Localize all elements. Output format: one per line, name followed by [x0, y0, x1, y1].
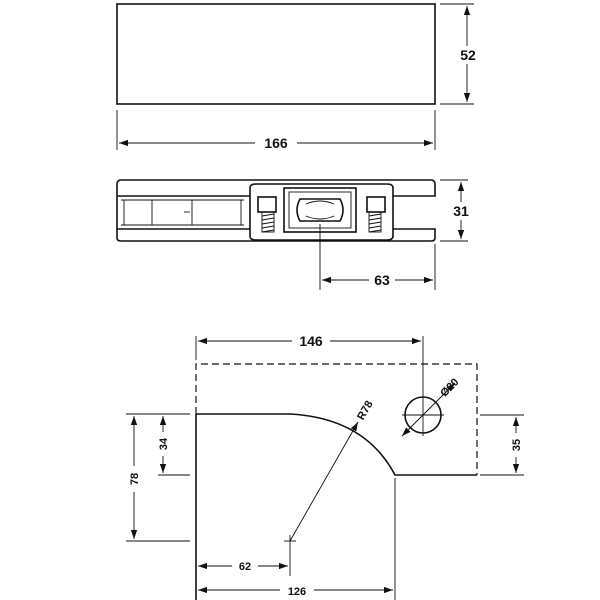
side-view-height-dimension: 31	[440, 179, 474, 242]
top-view-height-label: 52	[460, 47, 476, 63]
cutout-radius-label: R78	[355, 399, 375, 422]
cutout-top-width-dimension: 146	[195, 332, 424, 394]
cutout-bottom-long-label: 126	[288, 586, 306, 598]
side-view: 31 63	[116, 179, 474, 290]
cutout-left-height-dimension: 78	[126, 413, 190, 542]
top-view-width-dimension: 166	[116, 110, 436, 152]
side-view-offset-label: 63	[374, 272, 390, 288]
top-view-width-label: 166	[264, 135, 288, 151]
cutout-top-width-label: 146	[299, 333, 323, 349]
side-view-offset-dimension: 63	[319, 224, 436, 290]
cutout-right-height-label: 35	[511, 439, 523, 451]
cutout-left-height-label: 78	[129, 473, 141, 485]
cutout-left-step-dimension: 34	[155, 416, 190, 476]
cutout-view: Ø20 146 R78 78 34	[126, 332, 524, 600]
side-view-height-label: 31	[453, 203, 469, 219]
top-view: 52 166	[116, 3, 482, 152]
cutout-bottom-long-dimension: 126	[198, 478, 396, 600]
cutout-bottom-short-dimension: 62	[198, 547, 291, 576]
top-view-height-dimension: 52	[440, 3, 482, 105]
cutout-bottom-short-label: 62	[239, 561, 251, 573]
top-view-outline	[116, 3, 436, 105]
cutout-right-height-dimension: 35	[480, 414, 524, 476]
cutout-left-step-label: 34	[158, 437, 170, 450]
